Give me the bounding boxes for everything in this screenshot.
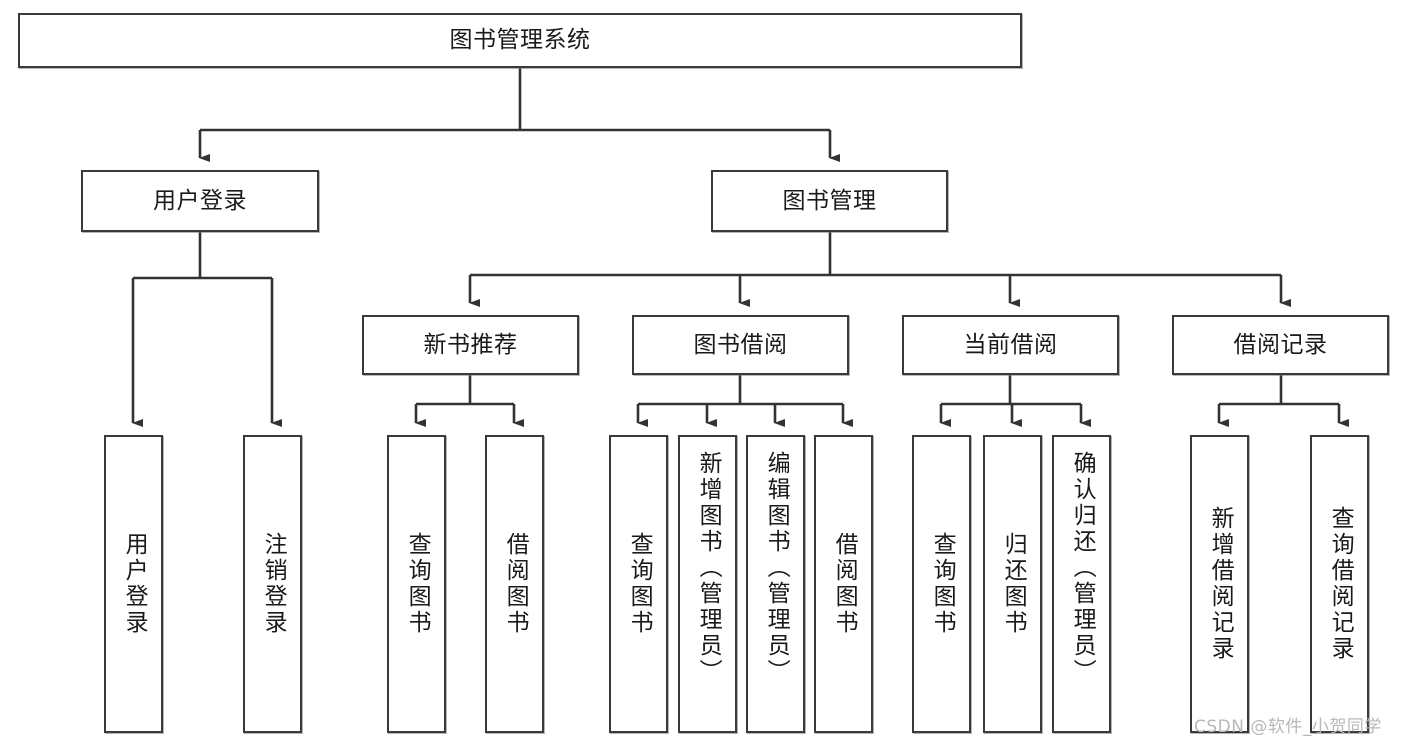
level3-node-book-borrow[interactable]: 图书借阅 xyxy=(632,315,849,375)
leaf-node-leaf-user-login[interactable]: 用户登录 xyxy=(104,435,163,733)
node-label: 归还图书 xyxy=(1000,532,1027,636)
leaf-node-leaf-borrow-book-1[interactable]: 借阅图书 xyxy=(485,435,544,733)
node-label: 当前借阅 xyxy=(963,331,1058,358)
leaf-node-leaf-logout[interactable]: 注销登录 xyxy=(243,435,302,733)
node-label: 查询图书 xyxy=(404,532,431,636)
node-label: 图书管理系统 xyxy=(449,27,591,54)
node-label: 用户登录 xyxy=(153,187,247,214)
node-label: 编辑图书（管理员） xyxy=(763,451,790,685)
leaf-node-leaf-query-book-3[interactable]: 查询图书 xyxy=(912,435,971,733)
level3-node-current-borrow[interactable]: 当前借阅 xyxy=(902,315,1119,375)
leaf-node-leaf-return-book[interactable]: 归还图书 xyxy=(983,435,1042,733)
leaf-node-leaf-edit-book[interactable]: 编辑图书（管理员） xyxy=(746,435,805,733)
node-label: 新增图书（管理员） xyxy=(695,451,722,685)
node-label: 查询图书 xyxy=(929,532,956,636)
leaf-node-leaf-query-book-2[interactable]: 查询图书 xyxy=(609,435,668,733)
node-label: 借阅记录 xyxy=(1233,331,1328,358)
level2-node-book-manage[interactable]: 图书管理 xyxy=(711,170,948,232)
node-label: 图书管理 xyxy=(782,187,877,214)
level3-node-borrow-record[interactable]: 借阅记录 xyxy=(1172,315,1389,375)
node-label: 借阅图书 xyxy=(502,532,529,636)
leaf-node-leaf-add-book[interactable]: 新增图书（管理员） xyxy=(678,435,737,733)
node-label: 注销登录 xyxy=(260,532,287,636)
node-label: 新书推荐 xyxy=(423,331,518,358)
leaf-node-leaf-query-book-1[interactable]: 查询图书 xyxy=(387,435,446,733)
node-label: 确认归还（管理员） xyxy=(1069,451,1096,685)
leaf-node-leaf-add-record[interactable]: 新增借阅记录 xyxy=(1190,435,1249,733)
level2-node-user-login[interactable]: 用户登录 xyxy=(81,170,319,232)
node-label: 查询借阅记录 xyxy=(1327,506,1354,662)
node-label: 借阅图书 xyxy=(831,532,858,636)
node-label: 图书借阅 xyxy=(693,331,788,358)
leaf-node-leaf-query-record[interactable]: 查询借阅记录 xyxy=(1310,435,1369,733)
level3-node-new-book-rec[interactable]: 新书推荐 xyxy=(362,315,579,375)
leaf-node-leaf-confirm-return[interactable]: 确认归还（管理员） xyxy=(1052,435,1111,733)
leaf-node-leaf-borrow-book-2[interactable]: 借阅图书 xyxy=(814,435,873,733)
node-label: 用户登录 xyxy=(121,532,148,636)
node-label: 查询图书 xyxy=(626,532,653,636)
node-label: 新增借阅记录 xyxy=(1207,506,1234,662)
root-node[interactable]: 图书管理系统 xyxy=(18,13,1022,68)
